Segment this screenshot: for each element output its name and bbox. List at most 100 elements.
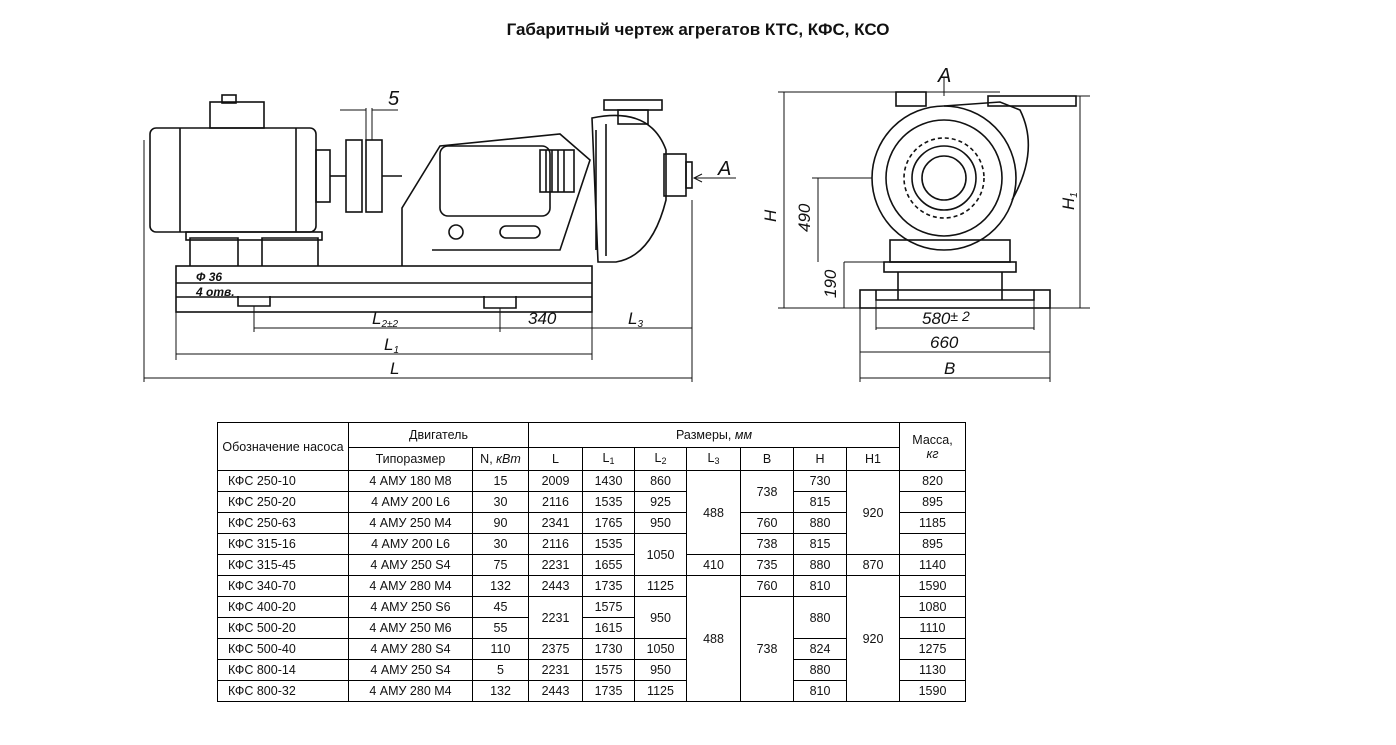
table-cell: 735 bbox=[740, 554, 794, 576]
table-cell: 5 bbox=[472, 659, 529, 681]
l-label: L bbox=[390, 359, 399, 378]
table-cell: КФС 800-32 bbox=[217, 680, 349, 702]
dim-340-label: 340 bbox=[528, 309, 557, 328]
header-dimensions: Размеры, мм bbox=[528, 422, 900, 448]
table-cell: КФС 340-70 bbox=[217, 575, 349, 597]
table-cell: 2443 bbox=[528, 680, 583, 702]
table-cell: 760 bbox=[740, 575, 794, 597]
table-cell: 45 bbox=[472, 596, 529, 618]
table-cell: 2009 bbox=[528, 470, 583, 492]
table-cell: 2116 bbox=[528, 491, 583, 513]
table-cell: 30 bbox=[472, 491, 529, 513]
dim-580-label: 580± 2 bbox=[922, 308, 970, 328]
discharge-flange bbox=[603, 99, 663, 111]
table-cell: 1575 bbox=[582, 659, 635, 681]
volute-outer bbox=[871, 105, 1017, 251]
table-cell: 1575 bbox=[582, 596, 635, 618]
table-cell: 920 bbox=[846, 470, 900, 555]
dim-660-label: 660 bbox=[930, 333, 959, 352]
table-cell: КФС 315-45 bbox=[217, 554, 349, 576]
table-cell: 1655 bbox=[582, 554, 635, 576]
base-frame bbox=[175, 265, 593, 313]
table-cell: КФС 250-63 bbox=[217, 512, 349, 534]
l1-label: L1 bbox=[384, 335, 399, 356]
table-cell: 950 bbox=[634, 659, 687, 681]
table-cell: 880 bbox=[793, 596, 847, 639]
table-cell: 760 bbox=[740, 512, 794, 534]
table-cell: 738 bbox=[740, 470, 794, 513]
table-cell: 1275 bbox=[899, 638, 966, 660]
table-cell: 1590 bbox=[899, 575, 966, 597]
header-B: B bbox=[740, 447, 794, 471]
table-cell: 810 bbox=[793, 575, 847, 597]
bearing-housing bbox=[439, 145, 551, 217]
side-view bbox=[143, 94, 736, 382]
table-cell: 4 АМУ 250 M6 bbox=[348, 617, 473, 639]
table-cell: 488 bbox=[686, 470, 741, 555]
hole-count-label: 4 отв. bbox=[195, 285, 235, 299]
motor-foot-right bbox=[261, 237, 319, 266]
motor-body bbox=[149, 127, 317, 233]
h-label: H bbox=[761, 209, 780, 222]
b-label: B bbox=[944, 359, 955, 378]
table-cell: 4 АМУ 200 L6 bbox=[348, 533, 473, 555]
dimensional-drawing: 5 A Ф 36 4 отв. L2±2 340 L3 L1 L bbox=[143, 65, 1090, 382]
table-cell: 2443 bbox=[528, 575, 583, 597]
header-L: L bbox=[528, 447, 583, 471]
table-cell: 2231 bbox=[528, 554, 583, 576]
table-cell: 824 bbox=[793, 638, 847, 660]
table-cell: 895 bbox=[899, 491, 966, 513]
header-power: N, кВт bbox=[472, 447, 529, 471]
table-cell: 2231 bbox=[528, 659, 583, 681]
table-cell: 1130 bbox=[899, 659, 966, 681]
header-H1: H1 bbox=[846, 447, 900, 471]
table-cell: 1430 bbox=[582, 470, 635, 492]
table-cell: 730 bbox=[793, 470, 847, 492]
motor-foot-left bbox=[189, 237, 239, 266]
table-cell: 815 bbox=[793, 533, 847, 555]
table-cell: КФС 315-16 bbox=[217, 533, 349, 555]
table-cell: 920 bbox=[846, 575, 900, 702]
terminal-box bbox=[209, 101, 265, 129]
table-cell: 30 bbox=[472, 533, 529, 555]
pump-volute bbox=[591, 114, 667, 263]
table-cell: 1615 bbox=[582, 617, 635, 639]
table-cell: 880 bbox=[793, 554, 847, 576]
table-cell: 738 bbox=[740, 596, 794, 702]
table-cell: 810 bbox=[793, 680, 847, 702]
suction-eye bbox=[921, 155, 967, 201]
table-cell: 1110 bbox=[899, 617, 966, 639]
table-cell: 4 АМУ 180 M8 bbox=[348, 470, 473, 492]
l2-label: L2±2 bbox=[372, 309, 399, 330]
table-cell: 4 АМУ 250 S4 bbox=[348, 659, 473, 681]
table-cell: 950 bbox=[634, 512, 687, 534]
table-cell: 820 bbox=[899, 470, 966, 492]
table-cell: 1765 bbox=[582, 512, 635, 534]
table-cell: 4 АМУ 280 M4 bbox=[348, 575, 473, 597]
table-cell: 1125 bbox=[634, 575, 687, 597]
table-cell: 2375 bbox=[528, 638, 583, 660]
table-cell: 90 bbox=[472, 512, 529, 534]
dim-490-label: 490 bbox=[795, 203, 814, 232]
side-view-labels: 5 A Ф 36 4 отв. L2±2 340 L3 L1 L bbox=[195, 88, 731, 378]
coupling-half-right bbox=[365, 139, 383, 213]
table-cell: 4 АМУ 250 M4 bbox=[348, 512, 473, 534]
header-H: H bbox=[793, 447, 847, 471]
table-cell: 870 bbox=[846, 554, 900, 576]
header-L3: L3 bbox=[686, 447, 741, 471]
table-cell: 2231 bbox=[528, 596, 583, 639]
table-cell: 4 АМУ 250 S6 bbox=[348, 596, 473, 618]
table-cell: 110 bbox=[472, 638, 529, 660]
end-discharge-flange bbox=[987, 95, 1077, 107]
table-cell: 1140 bbox=[899, 554, 966, 576]
table-cell: КФС 500-20 bbox=[217, 617, 349, 639]
end-view-title: A bbox=[937, 65, 951, 87]
table-cell: 815 bbox=[793, 491, 847, 513]
h1-label: H1 bbox=[1059, 192, 1080, 210]
table-cell: 880 bbox=[793, 512, 847, 534]
header-mass: Масса,кг bbox=[899, 422, 966, 471]
table-cell: КФС 400-20 bbox=[217, 596, 349, 618]
